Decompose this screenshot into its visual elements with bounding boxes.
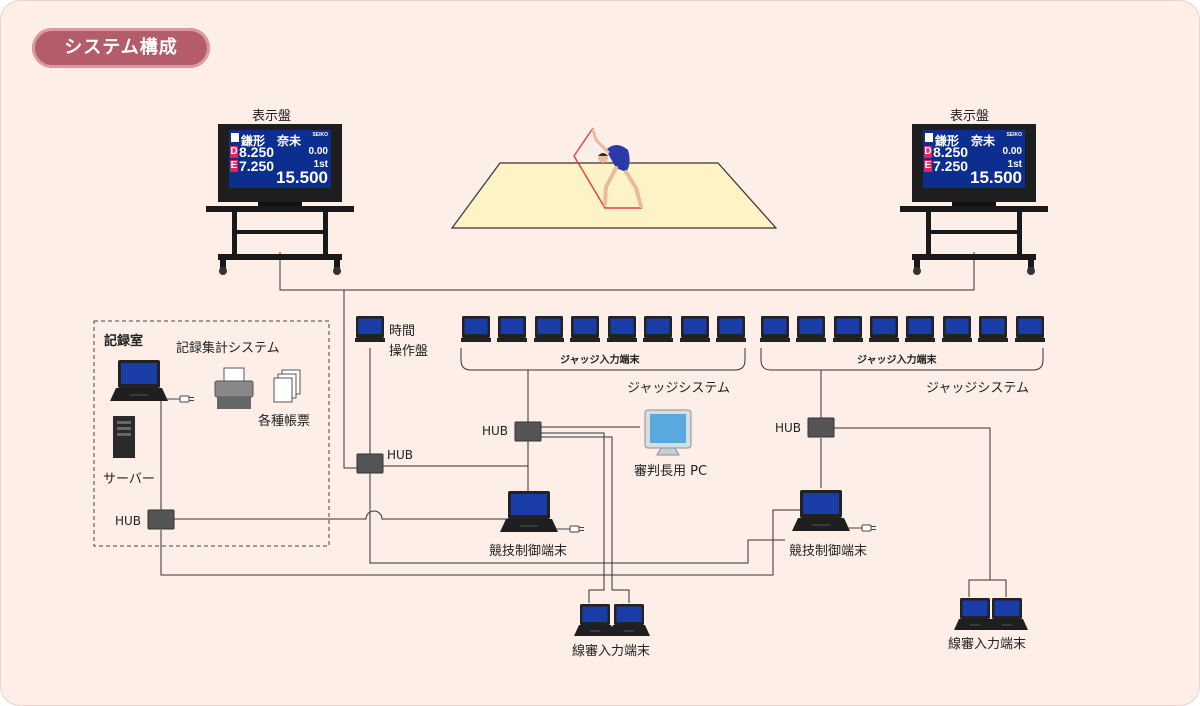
- hub-label-record-room: HUB: [115, 514, 142, 528]
- scoreboard-right: 鎌形 奈未 SEIKO D 8.250 E 7.250 0.00 1st 15.…: [923, 130, 1025, 188]
- athlete-icon: [231, 133, 239, 142]
- control-terminal-right: [791, 489, 851, 532]
- forms-label: 各種帳票: [258, 414, 311, 429]
- power-plug-icon: [555, 525, 585, 533]
- timer-panel-label-line1: 時間: [389, 324, 416, 339]
- timer-panel-label-line2: 操作盤: [389, 344, 429, 359]
- hub-label-timer: HUB: [387, 448, 414, 462]
- head-judge-pc: [644, 409, 692, 456]
- brand-logo: SEIKO: [1006, 132, 1022, 138]
- record-system-label: 記録集計システム: [176, 341, 280, 356]
- competition-floor: [450, 127, 778, 229]
- record-room-label: 記録室: [104, 334, 144, 349]
- brand-logo: SEIKO: [312, 132, 328, 138]
- server-label: サーバー: [103, 472, 155, 487]
- line-judge-terminals-right: [953, 597, 1029, 631]
- d-score-value: 8.250: [239, 144, 275, 160]
- control-terminal-label-right: 競技制御端末: [789, 544, 868, 559]
- display-label-left: 表示盤: [252, 109, 292, 124]
- e-score-label: E: [924, 160, 932, 172]
- scoreboard-left: 鎌形 奈未 SEIKO D 8.250 E 7.250 0.00 1st 15.…: [229, 130, 331, 188]
- e-score-value: 7.250: [239, 158, 275, 174]
- network-wiring: [160, 252, 1044, 603]
- gymnast-illustration: [573, 127, 643, 209]
- e-score-value: 7.250: [933, 158, 969, 174]
- athlete-name: 鎌形 奈未: [241, 134, 302, 148]
- athlete-name: 鎌形 奈未: [935, 134, 996, 148]
- judge-input-label-left: ジャッジ入力端末: [560, 355, 640, 366]
- hub-label-judge-right: HUB: [775, 421, 802, 435]
- line-judge-label-right: 線審入力端末: [948, 637, 1027, 652]
- d-score-label: D: [230, 146, 238, 158]
- judge-system-label-right: ジャッジシステム: [926, 381, 1029, 396]
- printer-icon: [214, 367, 254, 409]
- e-score-label: E: [230, 160, 238, 172]
- line-judge-label-left: 線審入力端末: [572, 644, 651, 659]
- display-label-right: 表示盤: [950, 109, 990, 124]
- judge-terminals-right: [760, 316, 1045, 342]
- control-terminal-left: [499, 490, 559, 533]
- power-plug-icon: [847, 524, 877, 532]
- deduction-value: 0.00: [1002, 146, 1022, 157]
- server-icon: [113, 416, 135, 458]
- hub-timer: [356, 453, 384, 474]
- d-score-label: D: [924, 146, 932, 158]
- rank-value: 1st: [313, 159, 328, 170]
- page-title: システム構成: [32, 28, 210, 68]
- record-room-box: [93, 320, 330, 547]
- judge-input-label-right: ジャッジ入力端末: [857, 355, 937, 366]
- head-judge-pc-label: 審判長用 PC: [634, 464, 708, 479]
- athlete-icon: [925, 133, 933, 142]
- hub-judge-left: [514, 421, 542, 442]
- d-score-value: 8.250: [933, 144, 969, 160]
- judge-terminals-left: [461, 316, 746, 342]
- total-score: 15.500: [970, 168, 1022, 187]
- hub-record-room: [147, 509, 175, 530]
- total-score: 15.500: [276, 168, 328, 187]
- judge-system-label-left: ジャッジシステム: [627, 381, 730, 396]
- hub-label-judge-left: HUB: [482, 424, 509, 438]
- power-plug-icon: [165, 395, 195, 403]
- timer-panel-monitor: [355, 316, 385, 342]
- line-judge-terminals-left: [573, 603, 651, 637]
- control-terminal-label-left: 競技制御端末: [489, 544, 568, 559]
- rank-value: 1st: [1007, 159, 1022, 170]
- record-laptop: [109, 359, 169, 402]
- forms-icon: [273, 369, 301, 403]
- hub-judge-right: [807, 417, 835, 438]
- deduction-value: 0.00: [308, 146, 328, 157]
